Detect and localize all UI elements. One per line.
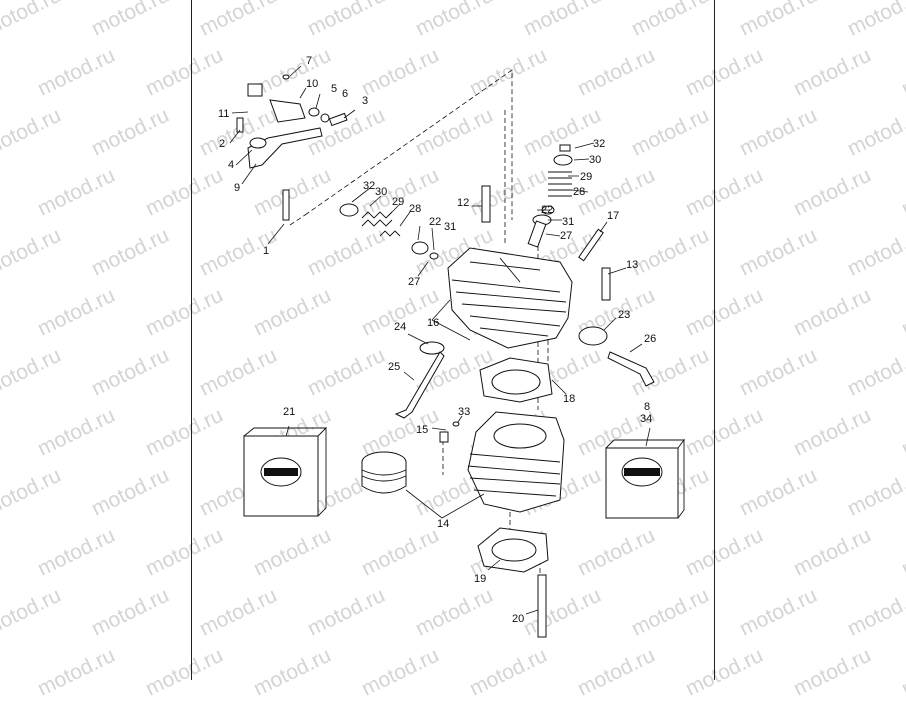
valve-spring-stack-right	[527, 144, 573, 248]
seal-24	[419, 341, 445, 355]
callout-15: 15	[416, 424, 428, 436]
callout-30a: 30	[589, 154, 601, 166]
gasket-kit-box-34	[605, 438, 685, 519]
o-ring-33	[452, 421, 460, 427]
callout-1: 1	[263, 245, 269, 257]
callout-12: 12	[457, 197, 469, 209]
callout-32a: 32	[593, 138, 605, 150]
cylinder	[467, 411, 565, 513]
head-gasket	[479, 357, 553, 403]
callout-23: 23	[618, 309, 630, 321]
bracket-assembly	[236, 74, 348, 221]
base-gasket	[477, 527, 549, 573]
callout-21: 21	[283, 406, 295, 418]
callout-3: 3	[362, 95, 368, 107]
callout-2: 2	[219, 138, 225, 150]
piston	[361, 451, 407, 494]
stud-17	[578, 228, 604, 262]
callout-29a: 29	[580, 171, 592, 183]
dowel-15	[439, 431, 449, 443]
exploded-parts-diagram: 1 2 3 4 5 6 7 8 9 10 11 12 13 14 15 16 1…	[218, 55, 685, 638]
callout-27b: 27	[408, 276, 420, 288]
callout-30b: 30	[375, 186, 387, 198]
seal-23	[578, 326, 608, 346]
diagram-frame	[191, 0, 715, 680]
callout-16: 16	[427, 317, 439, 329]
callout-11: 11	[218, 108, 229, 120]
callout-14: 14	[437, 518, 449, 530]
callout-28b: 28	[409, 203, 421, 215]
callout-32b: 32	[363, 180, 375, 192]
callout-10: 10	[306, 78, 318, 90]
valve-spring-stack-left	[339, 203, 439, 260]
bolt-12	[481, 185, 491, 223]
callout-31a: 31	[562, 216, 574, 228]
stud-20	[537, 574, 547, 638]
callout-20: 20	[512, 613, 524, 625]
callout-17: 17	[607, 210, 619, 222]
callout-31b: 31	[444, 221, 456, 233]
callout-27a: 27	[560, 230, 572, 242]
callout-24: 24	[394, 321, 406, 333]
callout-4: 4	[228, 159, 234, 171]
callout-22b: 22	[429, 216, 441, 228]
valve-25	[394, 351, 445, 419]
valve-26	[607, 351, 655, 387]
callout-33: 33	[458, 406, 470, 418]
callout-28a: 28	[573, 186, 585, 198]
callout-34: 34	[640, 413, 652, 425]
callout-19: 19	[474, 573, 486, 585]
gasket-kit-box-21	[243, 426, 328, 517]
callout-29b: 29	[392, 196, 404, 208]
callout-7: 7	[306, 55, 312, 67]
callout-25: 25	[388, 361, 400, 373]
callout-8: 8	[644, 401, 650, 413]
callout-26: 26	[644, 333, 656, 345]
callout-22a: 22	[541, 204, 553, 216]
callout-18: 18	[563, 393, 575, 405]
bolt-13	[601, 267, 611, 301]
cylinder-head	[447, 247, 573, 349]
callout-13: 13	[626, 259, 638, 271]
callout-5: 5	[331, 83, 337, 95]
callout-6: 6	[342, 88, 348, 100]
callout-9: 9	[234, 182, 240, 194]
